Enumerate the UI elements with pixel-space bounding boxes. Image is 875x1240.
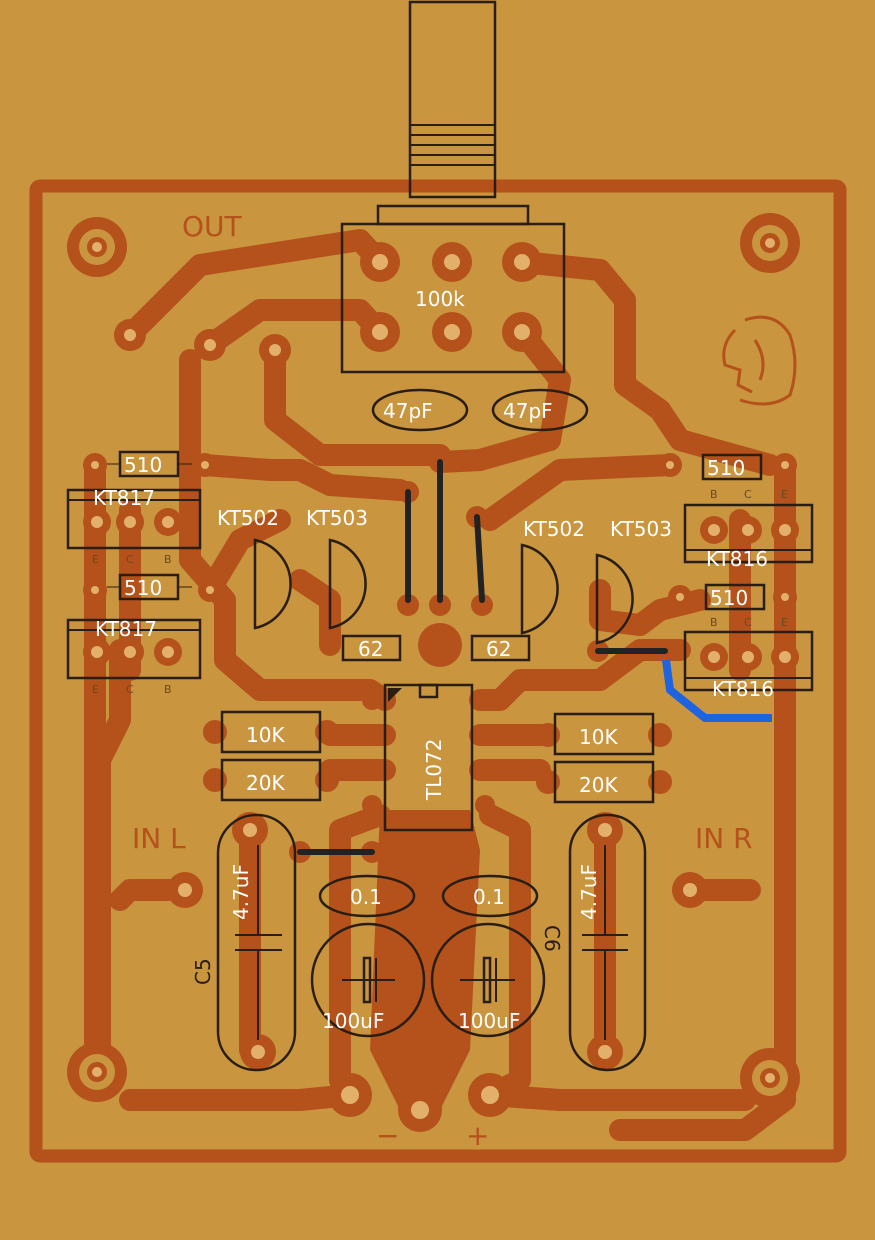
cap-label: 0.1 (473, 885, 505, 909)
in-left-label: IN L (132, 822, 186, 855)
resistor-label: 510 (124, 576, 162, 600)
pin-label: E (781, 616, 788, 629)
cap-label: 0.1 (350, 885, 382, 909)
cap-label: 4.7uF (229, 864, 253, 920)
pin-label: B (710, 616, 718, 629)
jumper-wires (297, 459, 668, 855)
cap-label: 100uF (458, 1009, 520, 1033)
resistor-label: 510 (710, 586, 748, 610)
cap-0-1-right: 0.1 (441, 874, 539, 918)
out-label: OUT (182, 210, 243, 243)
opamp-tl072: TL072 (362, 683, 495, 832)
resistor-label: 20K (579, 773, 618, 797)
resistor-label: 10K (579, 725, 618, 749)
pin-label: C (744, 488, 752, 501)
resistors-10k-20k: 10K 20K 10K 20K (203, 710, 672, 804)
cap-label: 4.7uF (577, 864, 601, 920)
transistor-label: KT816 (712, 677, 774, 701)
pin-label: C (126, 553, 134, 566)
pin-label: E (92, 683, 99, 696)
pin-label: E (92, 553, 99, 566)
pin-label: B (710, 488, 718, 501)
pin-label: C (744, 616, 752, 629)
minus-label: − (376, 1119, 399, 1152)
transistor-label: KT503 (610, 517, 672, 541)
resistor-label: 62 (486, 637, 511, 661)
resistors-510: 510 510 510 510 (107, 450, 766, 611)
cap-label: 47pF (383, 399, 433, 423)
in-right-label: IN R (695, 822, 753, 855)
cap-4-7uf-right: 4.7uF (568, 813, 647, 1072)
transistor-kt816-top: B C E KT816 (683, 488, 814, 571)
cap-4-7uf-left: 4.7uF (216, 813, 297, 1072)
pin-label: E (781, 488, 788, 501)
small-transistors: KT502 KT503 KT502 KT503 (217, 506, 672, 645)
c5-label: C5 (191, 958, 215, 985)
transistor-kt817-bottom: KT817 E C B (66, 617, 202, 696)
resistor-label: 510 (124, 453, 162, 477)
resistor-label: 20K (246, 771, 285, 795)
resistor-label: 10K (246, 723, 285, 747)
mounting-holes (67, 213, 800, 1108)
cap-label: 100uF (322, 1009, 384, 1033)
plus-label: + (466, 1119, 489, 1152)
cap-0-1-left: 0.1 (318, 874, 416, 918)
transistor-kt817-top: KT817 E C B (66, 486, 202, 566)
resistor-label: 62 (358, 637, 383, 661)
pin-label: C (126, 683, 134, 696)
pin-label: B (164, 553, 172, 566)
transistor-label: KT817 (95, 617, 157, 641)
cap-47pf-right: 47pF (491, 388, 589, 432)
transistor-label: KT816 (706, 547, 768, 571)
pot-label: 100k (415, 287, 465, 311)
transistor-label: KT502 (217, 506, 279, 530)
resistor-label: 510 (707, 456, 745, 480)
cap-100uf-right: 100uF (430, 922, 546, 1038)
transistor-label: KT817 (93, 486, 155, 510)
cap-label: 47pF (503, 399, 553, 423)
resistors-62: 62 62 (341, 623, 531, 667)
transistor-kt816-bottom: B C E KT816 (683, 616, 814, 701)
pin-label: B (164, 683, 172, 696)
blue-wire (662, 659, 772, 722)
cap-47pf-left: 47pF (371, 388, 469, 432)
opamp-label: TL072 (422, 738, 446, 801)
transistor-label: KT502 (523, 517, 585, 541)
potentiometer: 100k (340, 0, 566, 374)
portrait-logo (722, 315, 797, 406)
cap-100uf-left: 100uF (310, 922, 426, 1038)
board-outline (29, 179, 847, 1163)
c6-label: C6 (540, 925, 564, 952)
transistor-label: KT503 (306, 506, 368, 530)
